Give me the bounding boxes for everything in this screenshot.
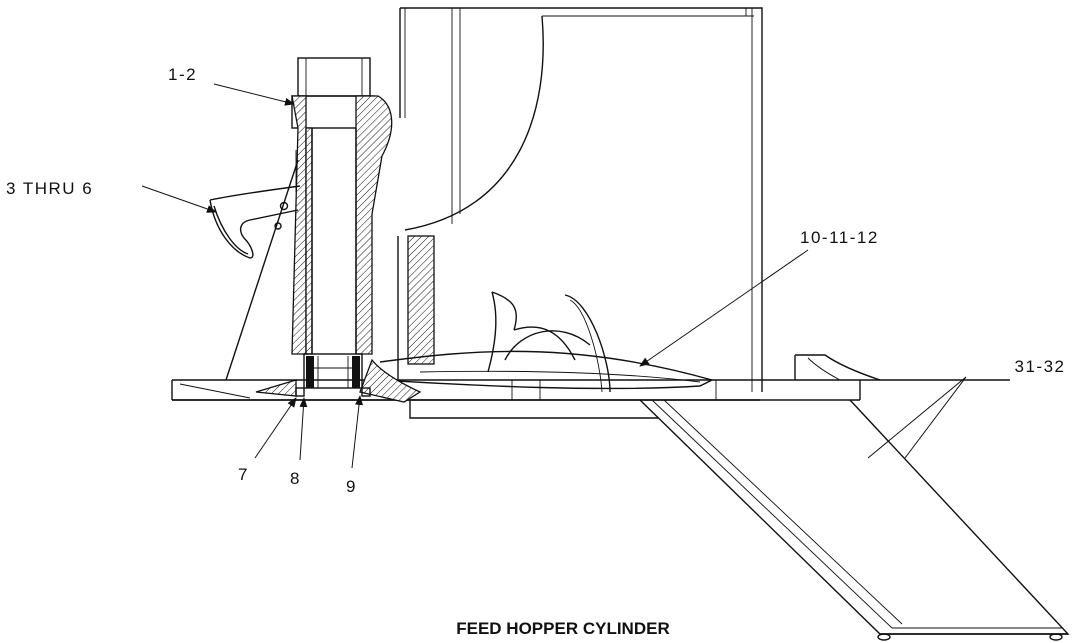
feed-tube (255, 57, 422, 403)
callout-8: 8 (290, 469, 301, 488)
callout-9: 9 (346, 477, 357, 496)
callout-10-11-12: 10-11-12 (800, 228, 879, 247)
callout-1-2: 1-2 (168, 65, 197, 84)
discharge-door (639, 399, 1070, 641)
hopper-body (379, 7, 763, 393)
drawing-title: FEED HOPPER CYLINDER (456, 619, 669, 638)
latch-assembly (209, 150, 301, 381)
leader-lines (141, 83, 967, 469)
base-plate (171, 354, 1010, 419)
callout-3-thru-6: 3 THRU 6 (6, 179, 93, 198)
callout-7: 7 (238, 465, 249, 484)
callout-31-32: 31-32 (1015, 357, 1066, 376)
